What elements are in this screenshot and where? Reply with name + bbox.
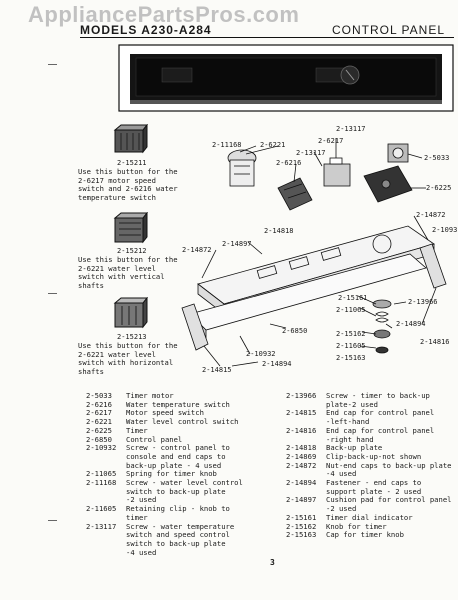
button-caption: Use this button for the 2-6217 motor spe… [78, 167, 178, 202]
callout-label: 2-15163 [336, 354, 366, 362]
callout-label: 2-10932 [246, 350, 276, 358]
callout-label: 2-13966 [408, 298, 438, 306]
callout-label: 2-14872 [416, 211, 446, 219]
callout-label: 2-11605 [336, 342, 366, 350]
callout-label: 2-6225 [426, 184, 452, 192]
callout-label: 2-14816 [420, 338, 450, 346]
margin-mark [48, 293, 57, 294]
callout-label: 2-11168 [212, 141, 242, 149]
button-illustration [113, 212, 149, 244]
button-caption: Use this button for the 2-6221 water lev… [78, 255, 178, 290]
page-number: 3 [270, 558, 275, 567]
watermark-text: AppliancePartsPros.com [28, 2, 300, 27]
exploded-parts-diagram [181, 138, 447, 367]
callout-label: 2-11065 [336, 306, 366, 314]
button-illustration [113, 124, 149, 154]
callout-label: 2-15161 [338, 294, 368, 302]
callout-label: 2-6221 [260, 141, 286, 149]
control-panel-illustration [118, 44, 454, 112]
button-code: 2-15212 [117, 247, 147, 255]
section-heading: CONTROL PANEL [332, 23, 446, 37]
margin-mark [48, 64, 57, 65]
callout-label: 2-14818 [264, 227, 294, 235]
callout-label: 2-15162 [336, 330, 366, 338]
callout-label: 2-6217 [318, 137, 344, 145]
models-heading: MODELS A230-A284 [80, 23, 212, 37]
button-code: 2-15211 [117, 159, 147, 167]
callout-label: 2-14897 [222, 240, 252, 248]
margin-mark [48, 520, 57, 521]
callout-label: 2-14894 [262, 360, 292, 368]
button-code: 2-15213 [117, 333, 147, 341]
callout-label: 2-13117 [296, 149, 326, 157]
callout-label: 2-6216 [276, 159, 302, 167]
callout-label: 2-1093 [432, 226, 458, 234]
callout-label: 2-14894 [396, 320, 426, 328]
callout-label: 2-14872 [182, 246, 212, 254]
callout-label: 2-6850 [282, 327, 308, 335]
callout-label: 2-14815 [202, 366, 232, 374]
callout-label: 2-13117 [336, 125, 366, 133]
button-illustration [113, 297, 149, 329]
header-rule [80, 37, 454, 38]
button-caption: Use this button for the 2-6221 water lev… [78, 341, 178, 376]
callout-label: 2-5033 [424, 154, 450, 162]
